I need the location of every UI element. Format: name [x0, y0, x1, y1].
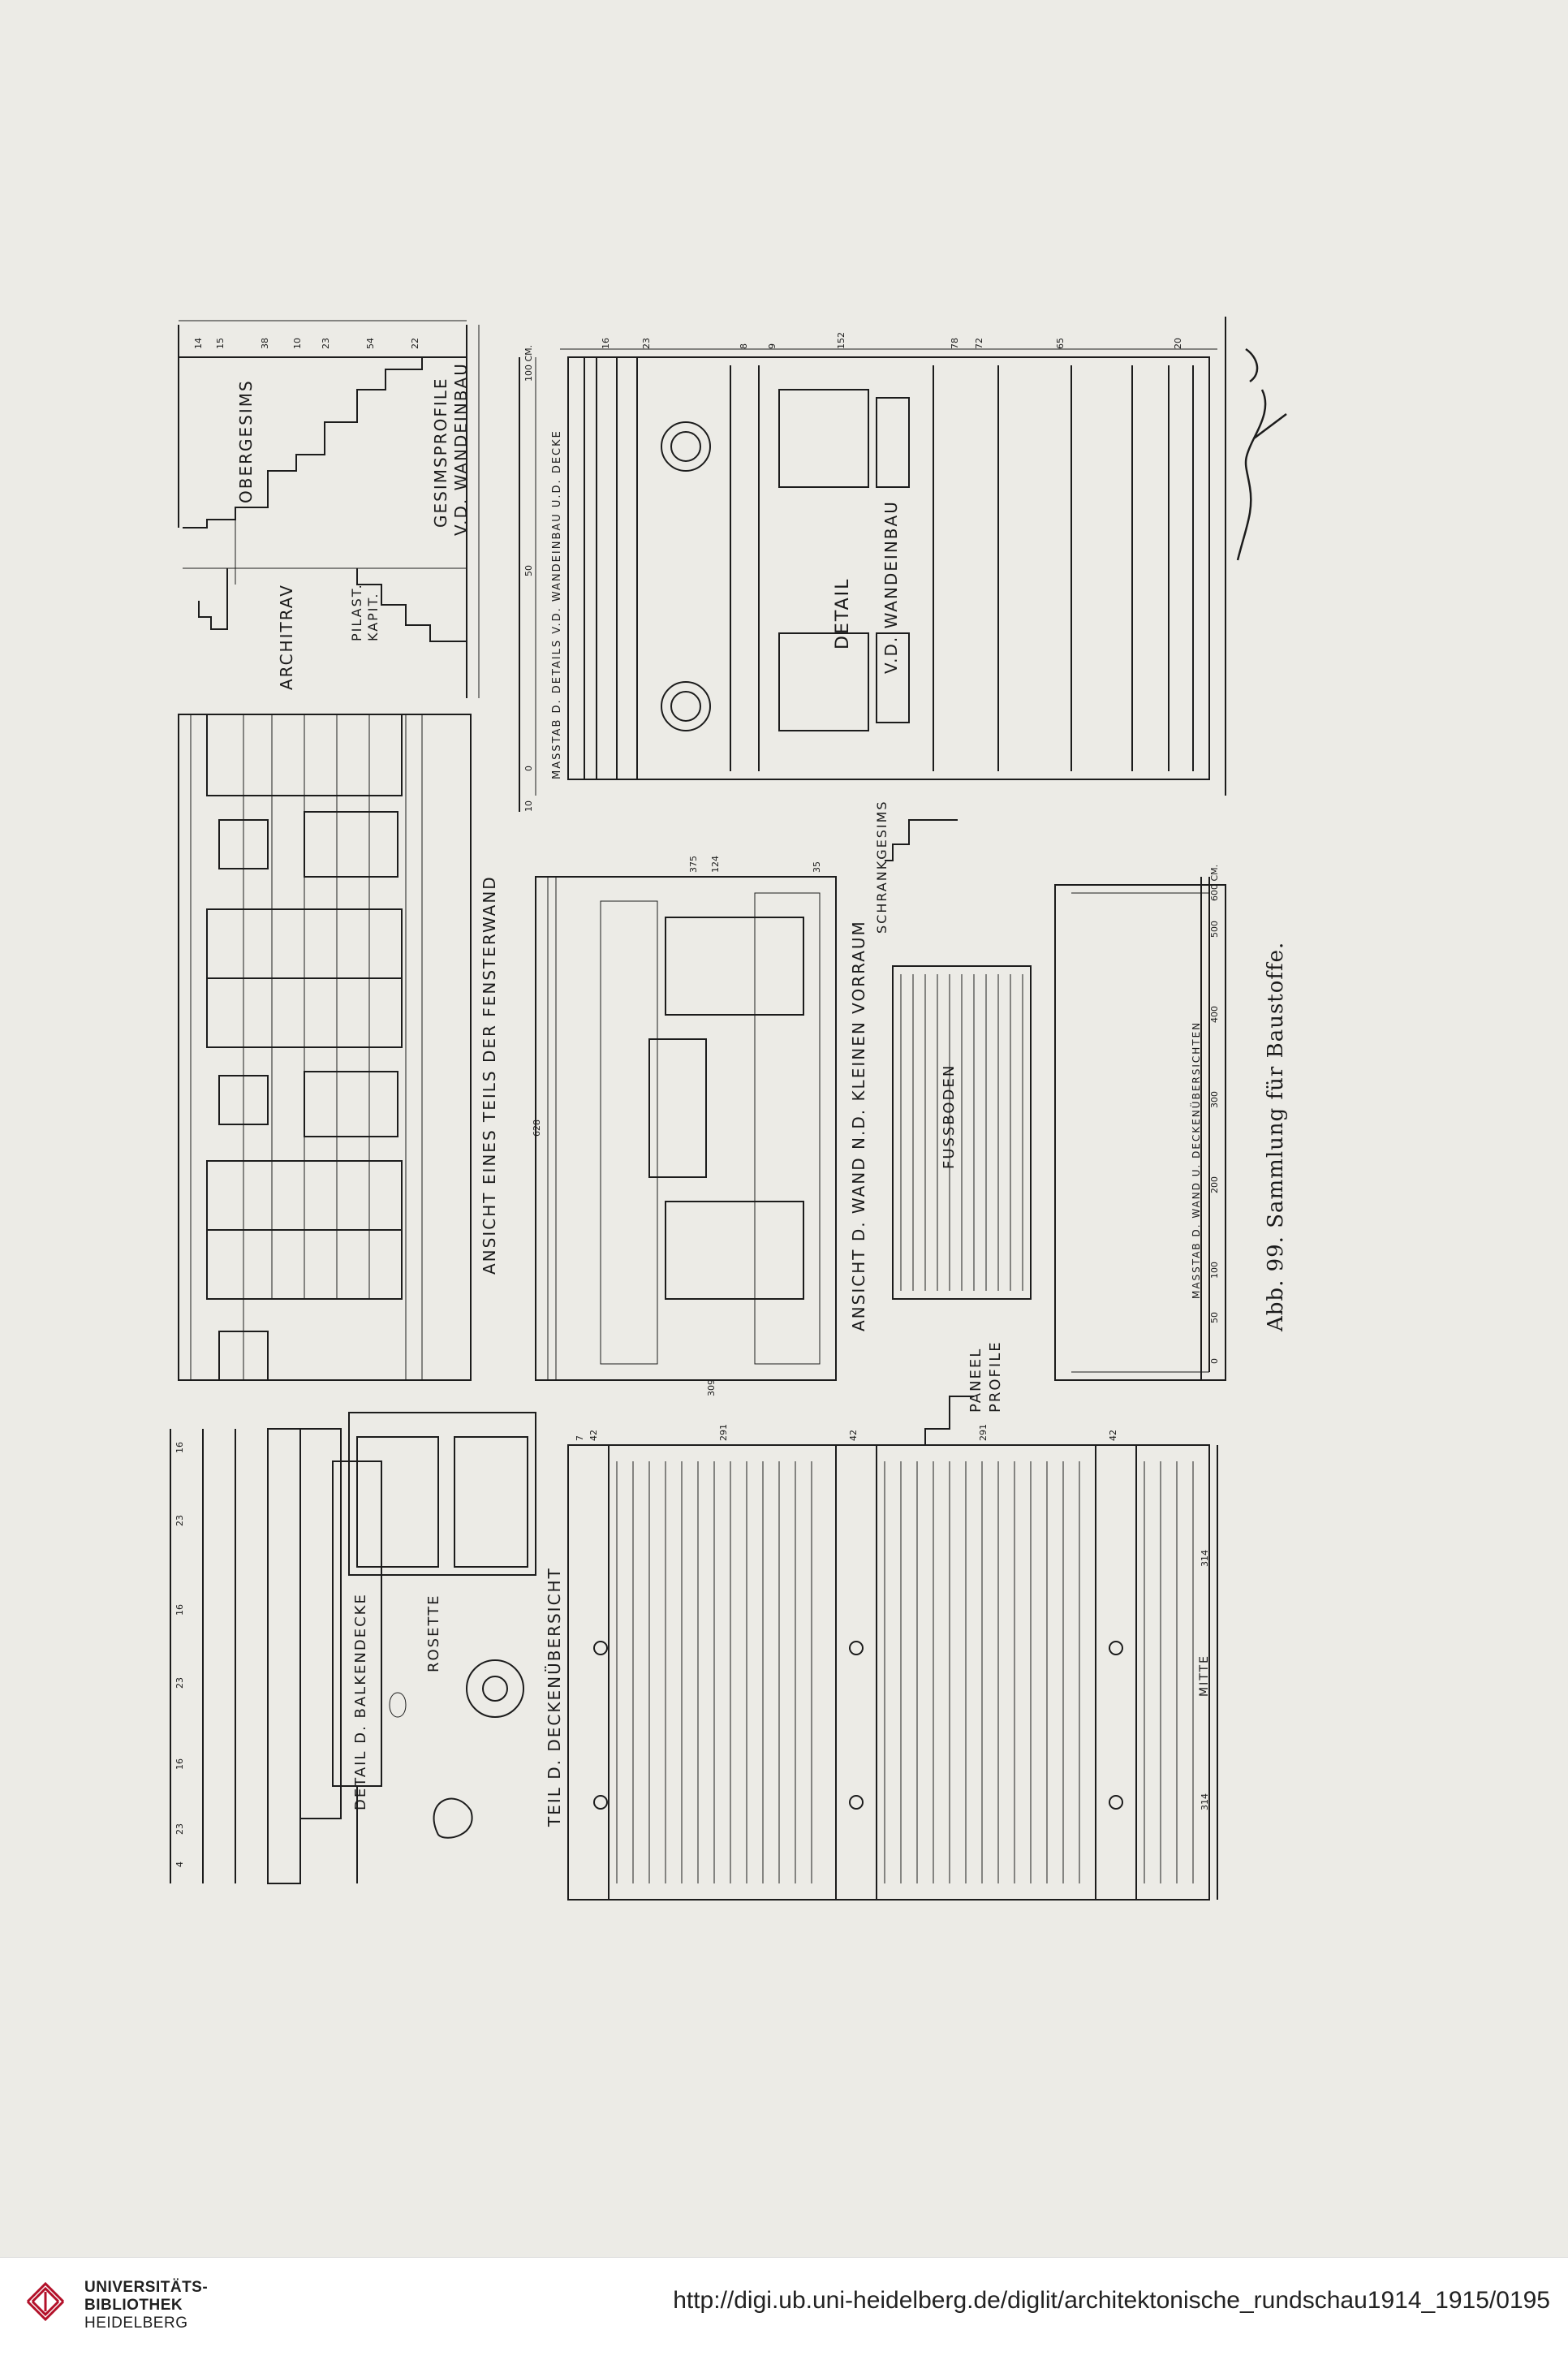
svg-text:42: 42 — [1108, 1430, 1118, 1441]
deckenuebersicht-plan — [567, 1444, 1218, 1901]
svg-text:10: 10 — [292, 338, 303, 349]
footer-bar: UNIVERSITÄTS- BIBLIOTHEK HEIDELBERG http… — [0, 2257, 1568, 2373]
signature-ink — [1236, 347, 1287, 561]
svg-text:314: 314 — [1200, 1793, 1210, 1810]
svg-text:16: 16 — [174, 1442, 185, 1453]
label-rosette: ROSETTE — [425, 1594, 442, 1672]
fensterwand-elevation — [178, 714, 472, 1381]
scale-numbers-detail: 10 0 50 100 CM. — [523, 345, 534, 812]
svg-text:0: 0 — [523, 766, 534, 771]
svg-text:15: 15 — [215, 338, 226, 349]
svg-text:50: 50 — [1209, 1312, 1220, 1323]
svg-text:291: 291 — [978, 1424, 989, 1441]
obergesims-profile — [178, 320, 467, 585]
svg-text:78: 78 — [950, 338, 960, 349]
label-masstab-wand: MASSTAB D. WAND U. DECKENÜBERSICHTEN — [1189, 1021, 1202, 1299]
label-architrav: ARCHITRAV — [277, 584, 296, 690]
dimension-numbers-vorraum: 375 124 35 628 309 — [532, 856, 822, 1396]
svg-text:9: 9 — [767, 343, 778, 349]
svg-text:65: 65 — [1055, 338, 1066, 349]
label-schrankgesims: SCHRANKGESIMS — [874, 800, 890, 934]
svg-text:300: 300 — [1209, 1091, 1220, 1108]
svg-text:42: 42 — [588, 1430, 599, 1441]
svg-text:16: 16 — [601, 338, 611, 349]
logo-line-1: UNIVERSITÄTS- — [84, 2279, 209, 2296]
svg-text:23: 23 — [641, 338, 652, 349]
svg-text:7: 7 — [575, 1435, 585, 1441]
plate-page: OBERGESIMS GESIMSPROFILE V.D. WANDEINBAU… — [170, 317, 1288, 1901]
svg-text:23: 23 — [174, 1677, 185, 1689]
label-gesimsprofile: GESIMSPROFILE — [431, 377, 450, 528]
svg-text:291: 291 — [718, 1424, 729, 1441]
label-wandeinbau-short: V.D. WANDEINBAU — [451, 362, 471, 536]
small-profiles — [885, 819, 974, 1446]
svg-text:124: 124 — [710, 856, 721, 873]
balkendecke-detail — [170, 1412, 536, 1884]
architrav-profile — [183, 325, 480, 698]
label-profile: PROFILE — [987, 1340, 1004, 1413]
svg-text:54: 54 — [365, 338, 376, 349]
svg-text:72: 72 — [974, 338, 984, 349]
svg-text:23: 23 — [174, 1823, 185, 1835]
detail-wandeinbau — [535, 317, 1226, 796]
svg-text:23: 23 — [321, 338, 331, 349]
label-vorraum: ANSICHT D. WAND N.D. KLEINEN VORRAUM — [849, 920, 868, 1331]
svg-text:50: 50 — [523, 565, 534, 576]
svg-text:23: 23 — [174, 1515, 185, 1526]
svg-text:200: 200 — [1209, 1176, 1220, 1193]
dimension-numbers-detail: 16 23 8 9 152 78 72 65 20 — [601, 332, 1183, 349]
dimension-numbers-balken: 4 23 16 23 16 23 16 — [174, 1442, 185, 1867]
plate-labels: OBERGESIMS GESIMSPROFILE V.D. WANDEINBAU… — [174, 332, 1288, 1867]
svg-text:4: 4 — [174, 1862, 185, 1867]
vorraum-elevation — [535, 876, 837, 1381]
svg-text:16: 16 — [174, 1758, 185, 1770]
label-deckenuebersicht: TEIL D. DECKENÜBERSICHT — [545, 1567, 564, 1827]
svg-text:152: 152 — [836, 332, 846, 349]
logo-line-3: HEIDELBERG — [84, 2315, 188, 2332]
svg-text:400: 400 — [1209, 1006, 1220, 1023]
svg-text:20: 20 — [1173, 338, 1183, 349]
svg-text:16: 16 — [174, 1604, 185, 1616]
label-detail-sub: V.D. WANDEINBAU — [881, 500, 901, 674]
svg-text:35: 35 — [812, 861, 822, 873]
svg-text:628: 628 — [532, 1120, 542, 1137]
label-pilast: PILAST. — [349, 583, 364, 641]
svg-text:500: 500 — [1209, 921, 1220, 938]
architectural-plate-drawing: OBERGESIMS GESIMSPROFILE V.D. WANDEINBAU… — [170, 317, 1288, 1901]
logo-line-2: BIBLIOTHEK — [84, 2297, 183, 2314]
svg-text:314: 314 — [1200, 1550, 1210, 1567]
dimension-numbers-decke: 7 42 291 42 291 42 314 314 — [575, 1424, 1210, 1810]
label-fussboden: FUSSBODEN — [941, 1064, 958, 1169]
label-masstab-details: MASSTAB D. DETAILS V.D. WANDEINBAU U.D. … — [551, 429, 563, 779]
label-detail: DETAIL — [833, 578, 853, 649]
dimension-numbers-top: 14 15 38 10 23 54 22 — [193, 338, 420, 349]
university-library-logo-icon — [26, 2281, 65, 2322]
svg-text:0: 0 — [1209, 1358, 1220, 1364]
svg-text:600 CM.: 600 CM. — [1209, 865, 1220, 901]
source-url-link[interactable]: http://digi.ub.uni-heidelberg.de/diglit/… — [673, 2287, 1550, 2314]
svg-text:375: 375 — [688, 856, 699, 873]
label-fensterwand: ANSICHT EINES TEILS DER FENSTERWAND — [480, 875, 499, 1275]
logo-wordmark: UNIVERSITÄTS- BIBLIOTHEK HEIDELBERG — [84, 2279, 208, 2332]
fussboden-plan — [892, 877, 1226, 1381]
plate-caption: Abb. 99. Sammlung für Baustoffe. — [1264, 942, 1288, 1332]
label-paneel: PANEEL — [967, 1348, 984, 1413]
label-mitte: MITTE — [1198, 1655, 1211, 1697]
scale-numbers-wand: 0 50 100 200 300 400 500 600 CM. — [1209, 865, 1220, 1364]
label-balkendecke: DETAIL D. BALKENDECKE — [352, 1593, 369, 1810]
svg-text:8: 8 — [739, 343, 749, 349]
svg-text:10: 10 — [523, 800, 534, 812]
scale-bars — [519, 357, 1210, 1372]
svg-text:100: 100 — [1209, 1262, 1220, 1279]
svg-text:42: 42 — [848, 1430, 859, 1441]
svg-text:100 CM.: 100 CM. — [523, 345, 534, 382]
label-kapit: KAPIT. — [365, 593, 381, 641]
svg-text:14: 14 — [193, 338, 204, 349]
svg-text:22: 22 — [410, 338, 420, 349]
svg-text:38: 38 — [260, 338, 270, 349]
label-obergesims: OBERGESIMS — [236, 379, 256, 503]
svg-text:309: 309 — [706, 1379, 717, 1396]
